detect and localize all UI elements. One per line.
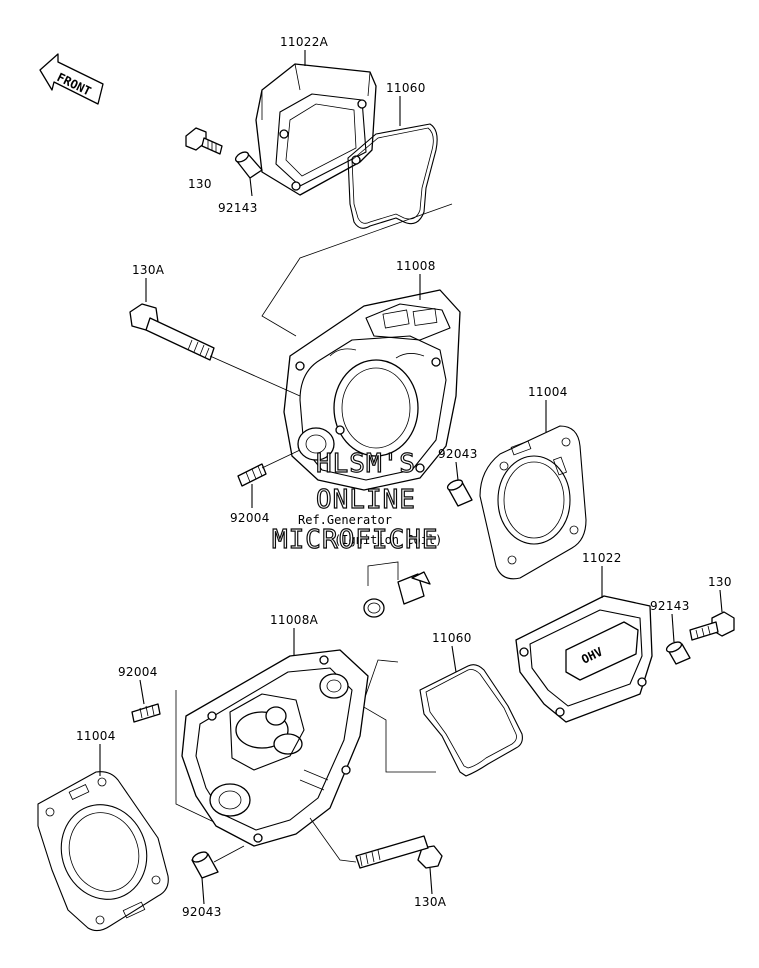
watermark-line1: HLSM'S (316, 449, 416, 479)
label-dowel-front: 92043 (182, 905, 222, 919)
rear-stud (237, 463, 267, 487)
label-stud-rear: 92004 (230, 511, 270, 525)
front-cover-gasket (419, 664, 523, 777)
rear-dowel (446, 479, 473, 507)
label-bolt-rear-cover: 130 (188, 177, 212, 191)
label-stud-bolt-top: 130A (132, 263, 165, 277)
ref-generator-label: Ref.Generator (298, 513, 392, 527)
ignition-sensor (363, 571, 431, 618)
ref-ignition-label: (Ignition Coil) (334, 533, 442, 547)
front-dowel (191, 851, 219, 879)
front-cylinder (181, 649, 369, 847)
label-head-gasket-front: 11004 (76, 729, 116, 743)
front-head-gasket (37, 771, 169, 932)
watermark: HLSM'S ONLINE MICROFICHE (271, 448, 439, 555)
label-head-cover-front: 11022 (582, 551, 622, 565)
front-head-cover: OHV (515, 595, 653, 723)
label-collar-front-cover: 92143 (650, 599, 690, 613)
front-cover-collar (665, 641, 691, 665)
rear-cylinder (283, 289, 461, 491)
label-head-gasket-rear: 11004 (528, 385, 568, 399)
label-cylinder-rear: 11008 (396, 259, 436, 273)
rear-cover-bolt (185, 127, 223, 155)
label-head-cover-rear: 11022A (280, 35, 329, 49)
label-bolt-front-cover: 130 (708, 575, 732, 589)
label-gasket-cover-rear: 11060 (386, 81, 426, 95)
watermark-line2: ONLINE (316, 485, 416, 515)
rear-cover-gasket (347, 123, 438, 229)
label-collar-rear-cover: 92143 (218, 201, 258, 215)
label-stud-bolt-bottom: 130A (414, 895, 447, 909)
stud-bolt-bottom (355, 835, 443, 869)
label-dowel-rear: 92043 (438, 447, 478, 461)
front-stud (131, 703, 161, 723)
front-arrow-icon: FRONT (39, 53, 104, 105)
label-stud-front: 92004 (118, 665, 158, 679)
rear-cover-collar (234, 151, 263, 179)
rear-head-cover (255, 63, 377, 196)
label-cylinder-front: 11008A (270, 613, 319, 627)
label-gasket-cover-front: 11060 (432, 631, 472, 645)
rear-head-gasket (479, 425, 587, 580)
watermark-line3: MICROFICHE (272, 525, 439, 555)
front-cover-bolt (689, 611, 735, 641)
stud-bolt-top (129, 303, 215, 361)
